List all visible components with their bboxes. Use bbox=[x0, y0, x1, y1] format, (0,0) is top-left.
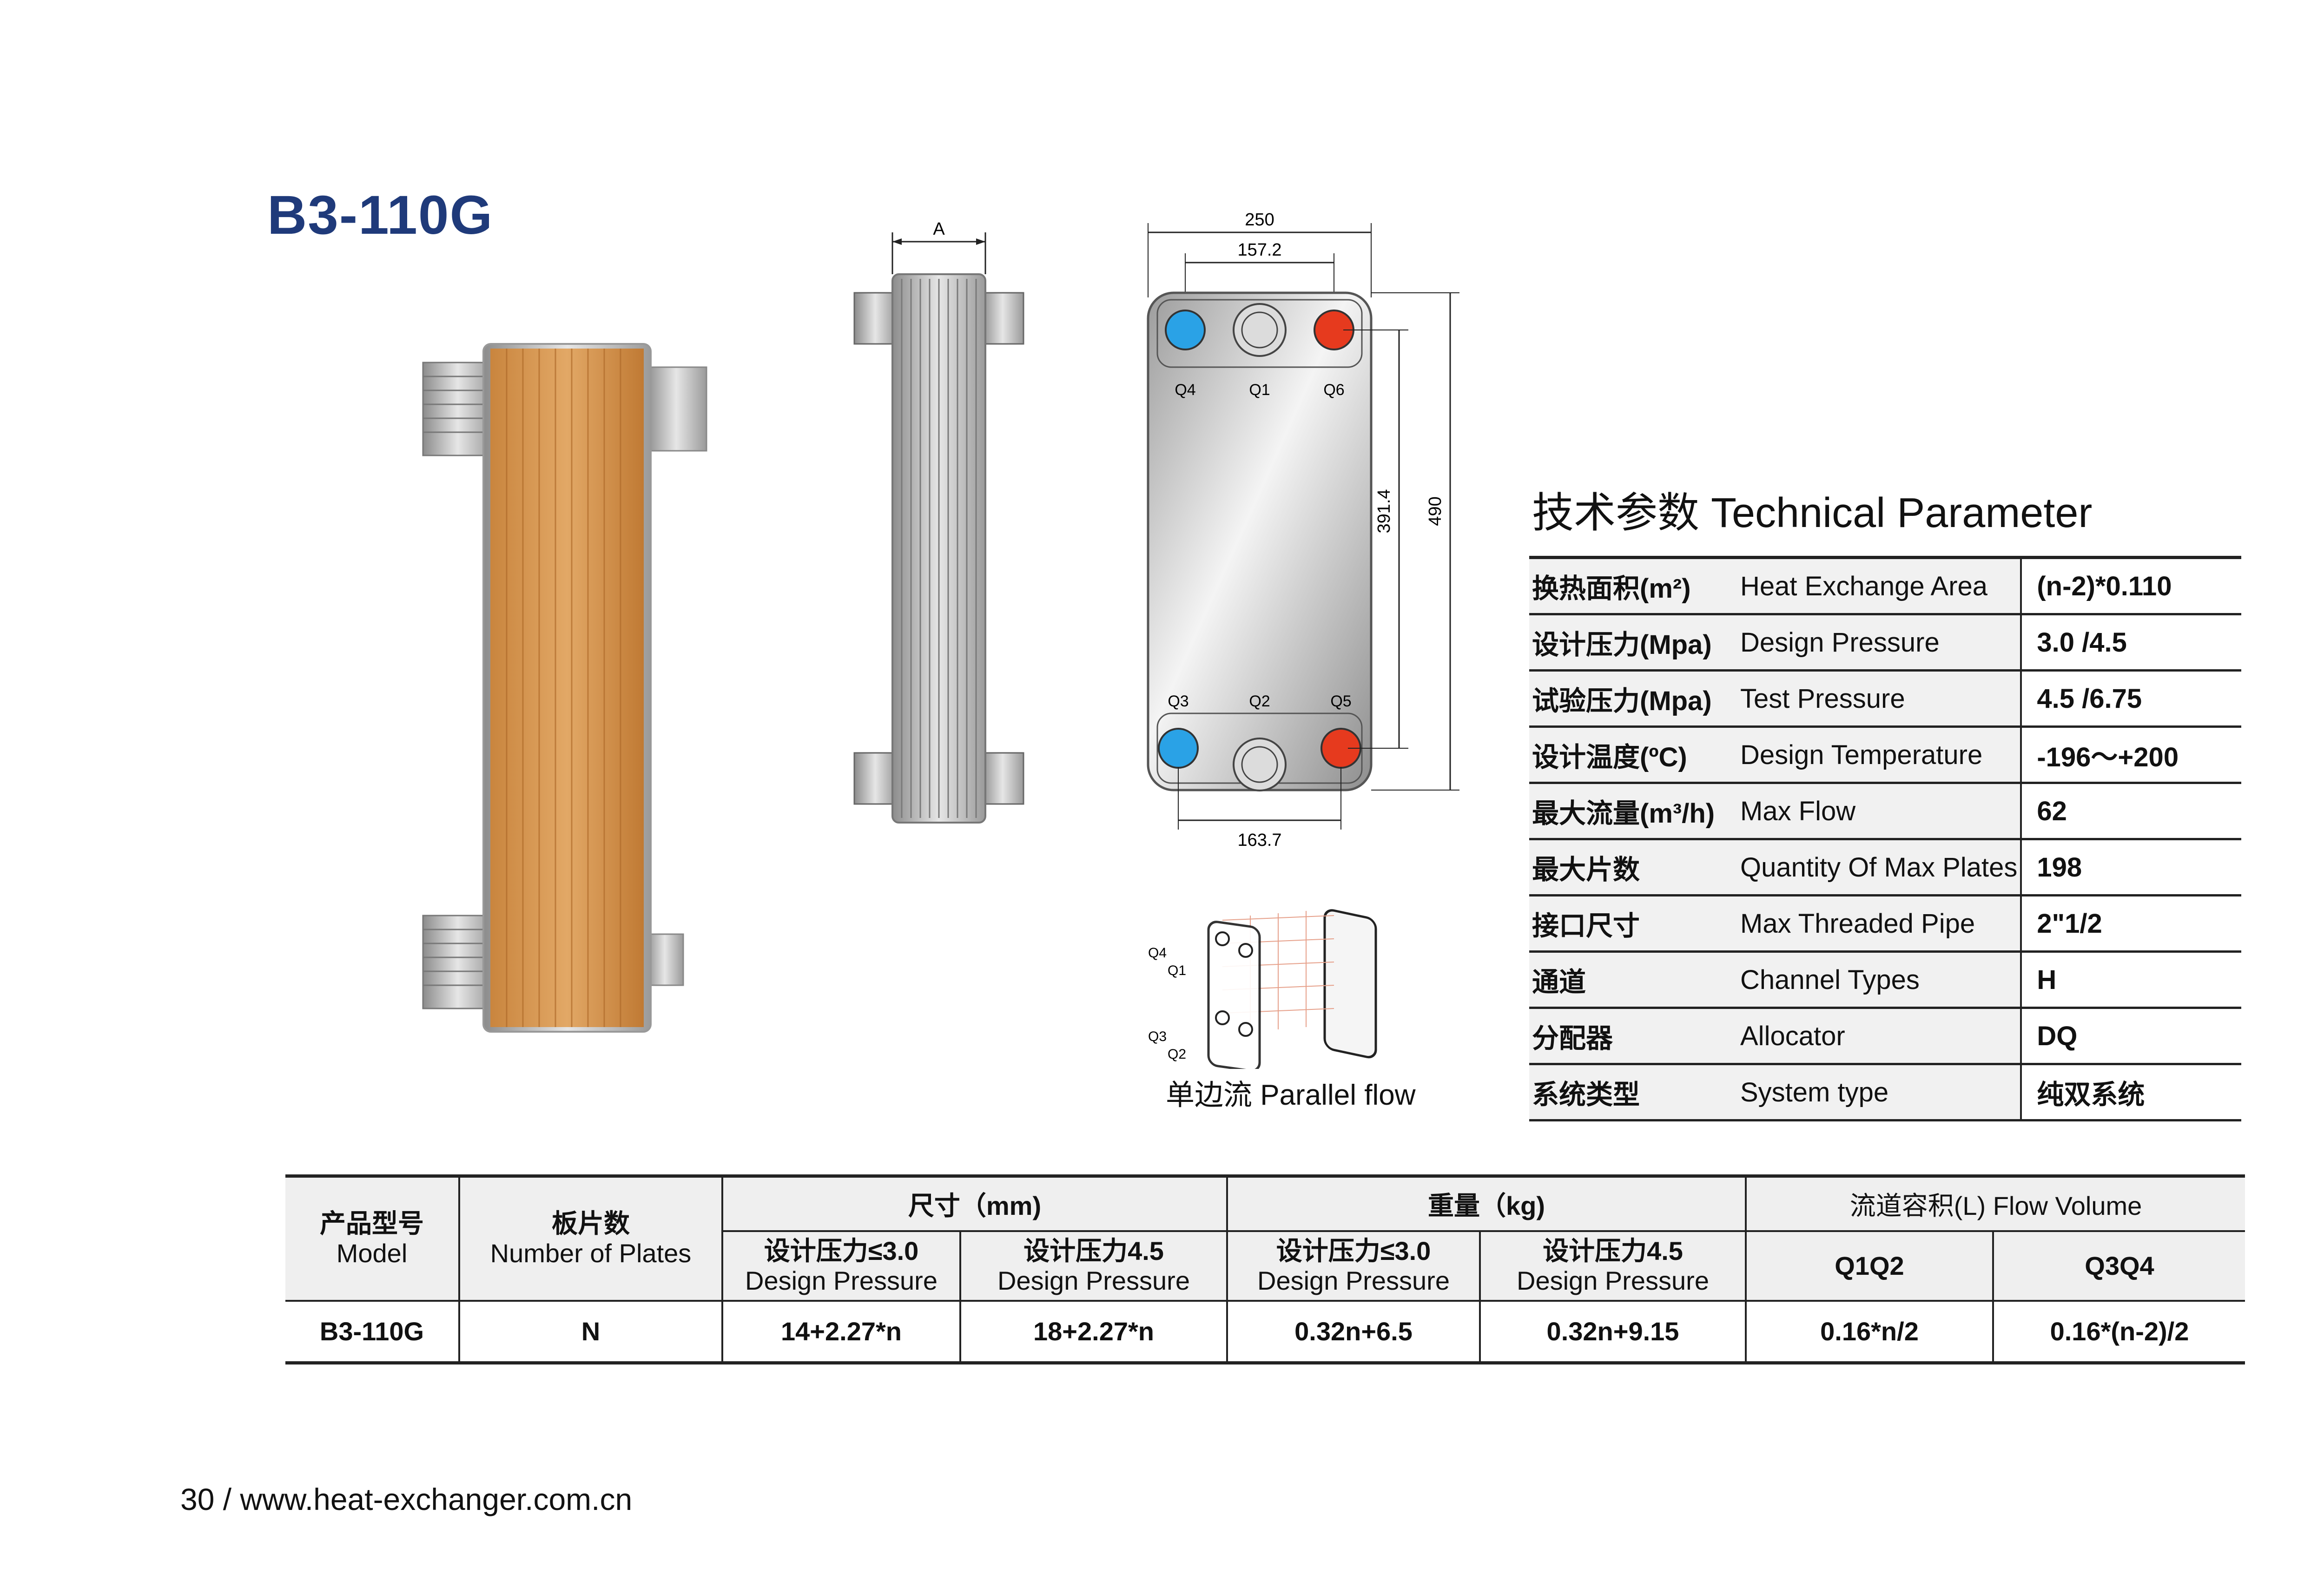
tech-param-cn: 接口尺寸 bbox=[1529, 895, 1737, 953]
tech-param-value: 2"1/2 bbox=[2021, 895, 2241, 953]
exchanger-front-image bbox=[422, 343, 707, 1033]
tech-param-en: Design Pressure bbox=[1737, 614, 2022, 672]
cell-size-30: 14+2.27*n bbox=[721, 1299, 961, 1364]
dim-port-vertical: 391.4 bbox=[1374, 489, 1394, 533]
cell-size-45: 18+2.27*n bbox=[959, 1299, 1228, 1364]
tech-param-cn: 设计温度(ºC) bbox=[1529, 726, 1737, 784]
product-title: B3-110G bbox=[267, 185, 494, 246]
cell-flow-q1q2: 0.16*n/2 bbox=[1745, 1299, 1994, 1364]
tech-param-cn: 换热面积(m²) bbox=[1529, 556, 1737, 615]
flow-label-q2: Q2 bbox=[1168, 1047, 1186, 1062]
table-row: B3-110G N 14+2.27*n 18+2.27*n 0.32n+6.5 … bbox=[285, 1299, 2245, 1364]
port-label-q2: Q2 bbox=[1249, 692, 1270, 710]
port-label-q1: Q1 bbox=[1249, 381, 1270, 399]
port-label-q6: Q6 bbox=[1323, 381, 1344, 399]
tech-param-row: 换热面积(m²)Heat Exchange Area(n-2)*0.110 bbox=[1529, 556, 2241, 615]
tech-params-heading: 技术参数 Technical Parameter bbox=[1532, 490, 2093, 536]
tech-param-en: Quantity Of Max Plates bbox=[1737, 839, 2022, 896]
port-label-q4: Q4 bbox=[1175, 381, 1195, 399]
sub-size-45-en: Design Pressure bbox=[997, 1265, 1190, 1295]
sub-weight-30-en: Design Pressure bbox=[1257, 1265, 1450, 1295]
header-size: 尺寸（mm) bbox=[721, 1174, 1228, 1232]
parallel-flow-diagram: Q4 Q1 Q3 Q2 bbox=[1148, 909, 1377, 1069]
tech-param-value: 62 bbox=[2021, 783, 2241, 840]
dim-a-label: A bbox=[933, 219, 945, 239]
tech-param-cn: 试验压力(Mpa) bbox=[1529, 670, 1737, 728]
header-model: 产品型号 Model bbox=[285, 1174, 460, 1302]
dim-port-spacing-top: 157.2 bbox=[1237, 240, 1281, 260]
sub-q3q4: Q3Q4 bbox=[1992, 1230, 2245, 1302]
cell-flow-q3q4: 0.16*(n-2)/2 bbox=[1992, 1299, 2245, 1364]
sub-size-30-en: Design Pressure bbox=[745, 1265, 938, 1295]
tech-param-row: 设计温度(ºC)Design Temperature-196～+200 bbox=[1529, 726, 2241, 784]
cell-weight-30: 0.32n+6.5 bbox=[1226, 1299, 1481, 1364]
tech-param-en: Channel Types bbox=[1737, 951, 2022, 1009]
header-weight: 重量（kg) bbox=[1226, 1174, 1747, 1232]
sub-size-30-cn: 设计压力≤3.0 bbox=[764, 1236, 919, 1265]
tech-param-value: H bbox=[2021, 951, 2241, 1009]
tech-param-en: Heat Exchange Area bbox=[1737, 556, 2022, 615]
header-plates-cn: 板片数 bbox=[552, 1209, 630, 1239]
tech-param-value: 纯双系统 bbox=[2021, 1064, 2241, 1121]
header-plates: 板片数 Number of Plates bbox=[458, 1174, 723, 1302]
header-flow-volume: 流道容积(L) Flow Volume bbox=[1745, 1174, 2245, 1232]
model-table: 产品型号 Model 板片数 Number of Plates 尺寸（mm) 重… bbox=[285, 1174, 2245, 1364]
sub-weight-30-cn: 设计压力≤3.0 bbox=[1276, 1236, 1431, 1265]
tech-param-value: 198 bbox=[2021, 839, 2241, 896]
flow-label-q1: Q1 bbox=[1168, 963, 1186, 978]
dim-port-spacing-bottom: 163.7 bbox=[1237, 830, 1281, 850]
sub-weight-45-en: Design Pressure bbox=[1517, 1265, 1709, 1295]
tech-param-en: Design Temperature bbox=[1737, 726, 2022, 784]
dim-height-total: 490 bbox=[1426, 496, 1445, 526]
flow-caption: 单边流 Parallel flow bbox=[1166, 1079, 1416, 1111]
tech-param-cn: 通道 bbox=[1529, 951, 1737, 1009]
tech-param-value: 4.5 /6.75 bbox=[2021, 670, 2241, 728]
front-dimension-drawing: 250 157.2 Q4 Q1 Q6 Q3 Q2 Q5 391.4 490 16… bbox=[1147, 210, 1459, 850]
tech-param-value: -196～+200 bbox=[2021, 726, 2241, 784]
tech-param-cn: 分配器 bbox=[1529, 1008, 1737, 1065]
tech-param-cn: 系统类型 bbox=[1529, 1064, 1737, 1121]
tech-param-value: DQ bbox=[2021, 1008, 2241, 1065]
page-footer: 30 / www.heat-exchanger.com.cn bbox=[180, 1482, 633, 1516]
tech-param-cn: 最大片数 bbox=[1529, 839, 1737, 896]
header-model-cn: 产品型号 bbox=[320, 1209, 424, 1239]
header-plates-en: Number of Plates bbox=[490, 1239, 692, 1268]
tech-param-en: Max Threaded Pipe bbox=[1737, 895, 2022, 953]
tech-param-en: System type bbox=[1737, 1064, 2022, 1121]
tech-param-cn: 最大流量(m³/h) bbox=[1529, 783, 1737, 840]
header-model-en: Model bbox=[336, 1239, 408, 1268]
tech-param-en: Max Flow bbox=[1737, 783, 2022, 840]
tech-param-en: Test Pressure bbox=[1737, 670, 2022, 728]
sub-q1q2: Q1Q2 bbox=[1745, 1230, 1994, 1302]
port-label-q3: Q3 bbox=[1168, 692, 1188, 710]
flow-label-q4: Q4 bbox=[1148, 945, 1167, 961]
tech-param-cn: 设计压力(Mpa) bbox=[1529, 614, 1737, 672]
tech-param-en: Allocator bbox=[1737, 1008, 2022, 1065]
sub-size-45-cn: 设计压力4.5 bbox=[1023, 1236, 1164, 1265]
cell-model: B3-110G bbox=[285, 1299, 460, 1364]
sub-weight-45-cn: 设计压力4.5 bbox=[1543, 1236, 1683, 1265]
tech-param-value: (n-2)*0.110 bbox=[2021, 556, 2241, 615]
cell-plates: N bbox=[458, 1299, 723, 1364]
side-view-drawing: A bbox=[853, 219, 1024, 824]
cell-weight-45: 0.32n+9.15 bbox=[1479, 1299, 1747, 1364]
port-label-q5: Q5 bbox=[1330, 692, 1351, 710]
flow-label-q3: Q3 bbox=[1148, 1029, 1167, 1044]
tech-param-value: 3.0 /4.5 bbox=[2021, 614, 2241, 672]
dim-width-total: 250 bbox=[1245, 210, 1274, 230]
